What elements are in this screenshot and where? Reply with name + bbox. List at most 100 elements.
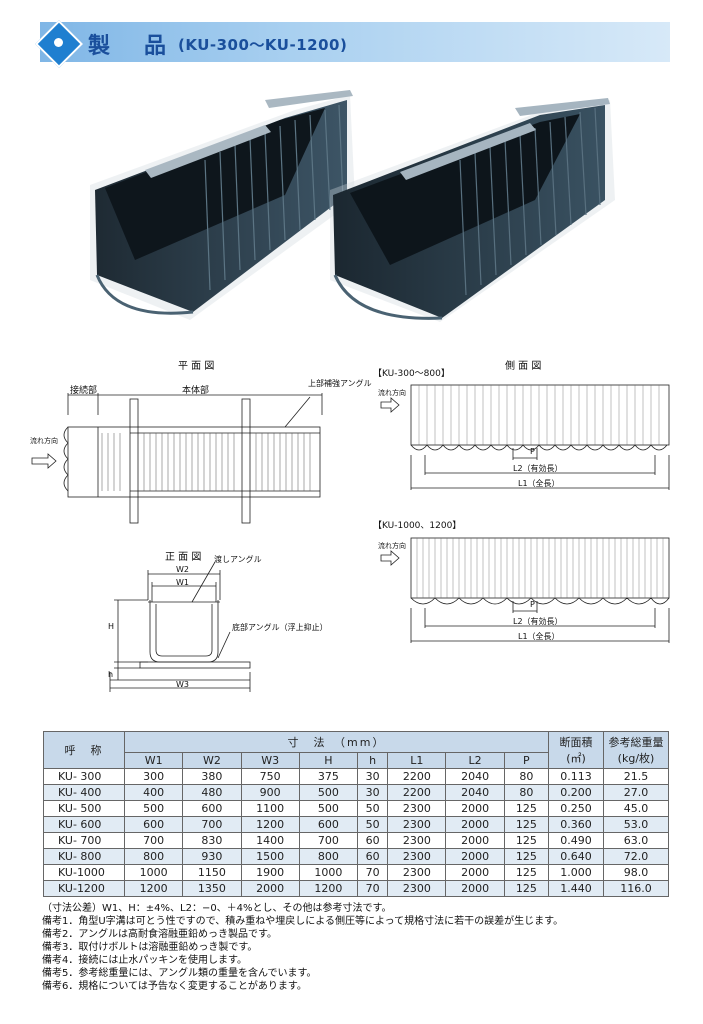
table-cell: 60 <box>357 848 389 865</box>
model-name-cell: KU- 300 <box>43 768 125 785</box>
column-header: W1 <box>123 752 184 769</box>
table-cell: 1000 <box>123 864 184 881</box>
model-name-cell: KU- 400 <box>43 784 125 801</box>
w1-label: W1 <box>176 578 189 587</box>
product-photo-left <box>90 90 355 320</box>
table-cell: 0.360 <box>548 816 604 833</box>
table-cell: 2040 <box>445 784 505 801</box>
table-cell: 1200 <box>298 880 359 897</box>
side-range-b-label: 【KU-1000、1200】 <box>373 521 462 531</box>
table-cell: 2000 <box>445 880 505 897</box>
table-cell: 380 <box>182 768 242 785</box>
table-cell: 125 <box>503 848 550 865</box>
table-cell: 800 <box>298 848 359 865</box>
table-cell: 600 <box>182 800 242 817</box>
table-cell: 750 <box>240 768 300 785</box>
side-flow-label-a: 流れ方向 <box>378 389 406 397</box>
note-line: 備考3．取付けボルトは溶融亜鉛めっき製です。 <box>42 942 258 953</box>
table-cell: 800 <box>123 848 184 865</box>
table-cell: 2300 <box>387 832 447 849</box>
table-cell: 1.440 <box>548 880 604 897</box>
table-cell: 45.0 <box>603 800 669 817</box>
table-cell: 98.0 <box>603 864 669 881</box>
column-header: W3 <box>240 752 300 769</box>
plan-flow-label: 流れ方向 <box>30 437 58 445</box>
table-cell: 72.0 <box>603 848 669 865</box>
notes-block: （寸法公差）W1、H：±4%、L2：−0、＋4%とし、その他は参考寸法です。備考… <box>42 902 672 993</box>
table-cell: 50 <box>357 816 389 833</box>
name-header: 呼 称 <box>43 731 125 769</box>
side-view-title: 側 面 図 <box>505 361 542 372</box>
side-flow-label-b: 流れ方向 <box>378 542 406 550</box>
table-cell: 30 <box>357 768 389 785</box>
column-header: L2 <box>445 752 505 769</box>
table-cell: 500 <box>298 800 359 817</box>
side-view-drawing-b <box>380 537 670 643</box>
w3-label: W3 <box>176 680 189 689</box>
table-cell: 63.0 <box>603 832 669 849</box>
table-cell: 700 <box>182 816 242 833</box>
l2-label-a: L2（有効長） <box>513 464 563 473</box>
table-cell: 70 <box>357 864 389 881</box>
table-cell: 60 <box>357 832 389 849</box>
table-cell: 480 <box>182 784 242 801</box>
l2-label-b: L2（有効長） <box>513 617 563 626</box>
table-cell: 0.490 <box>548 832 604 849</box>
body-label: 本体部 <box>182 386 210 396</box>
table-cell: 2000 <box>445 816 505 833</box>
table-cell: 500 <box>298 784 359 801</box>
front-view-title: 正 面 図 <box>165 552 202 563</box>
table-cell: 2300 <box>387 800 447 817</box>
table-cell: 2000 <box>445 848 505 865</box>
table-cell: 1500 <box>240 848 300 865</box>
column-header: W2 <box>182 752 242 769</box>
l1-label-b: L1（全長） <box>518 632 560 641</box>
weight-unit-label: (kg/枚) <box>617 752 655 765</box>
l1-label-a: L1（全長） <box>518 479 560 488</box>
table-cell: 0.200 <box>548 784 604 801</box>
table-cell: 0.113 <box>548 768 604 785</box>
table-cell: 2300 <box>387 816 447 833</box>
table-cell: 700 <box>298 832 359 849</box>
table-cell: 300 <box>123 768 184 785</box>
note-line: （寸法公差）W1、H：±4%、L2：−0、＋4%とし、その他は参考寸法です。 <box>42 903 392 914</box>
table-cell: 2300 <box>387 864 447 881</box>
table-cell: 125 <box>503 816 550 833</box>
table-cell: 700 <box>123 832 184 849</box>
table-cell: 1100 <box>240 800 300 817</box>
table-cell: 1200 <box>240 816 300 833</box>
table-cell: 1200 <box>123 880 184 897</box>
column-header: H <box>298 752 359 769</box>
model-name-cell: KU- 800 <box>43 848 125 865</box>
table-cell: 2200 <box>387 784 447 801</box>
model-name-cell: KU- 700 <box>43 832 125 849</box>
note-line: 備考5．参考総重量には、アングル類の重量を含んでいます。 <box>42 968 317 979</box>
table-cell: 1350 <box>182 880 242 897</box>
table-cell: 0.250 <box>548 800 604 817</box>
table-cell: 125 <box>503 832 550 849</box>
model-name-cell: KU- 600 <box>43 816 125 833</box>
model-name-cell: KU-1000 <box>43 864 125 881</box>
plan-view-title: 平 面 図 <box>178 361 215 372</box>
p-label-b: P <box>530 600 535 609</box>
joint-label: 接続部 <box>70 386 98 396</box>
table-cell: 2300 <box>387 880 447 897</box>
plan-view-drawing <box>31 393 323 524</box>
table-cell: 1900 <box>240 864 300 881</box>
p-label-a: P <box>530 447 535 456</box>
weight-header-label: 参考総重量 <box>608 736 664 749</box>
page-subtitle: (KU-300〜KU-1200) <box>178 36 348 54</box>
column-header: h <box>357 752 389 769</box>
top-angle-label: 上部補強アングル <box>308 379 372 388</box>
diamond-dot-icon <box>54 38 63 47</box>
side-view-drawing-a <box>380 384 670 490</box>
note-line: 備考2．アングルは高耐食溶融亜鉛めっき製品です。 <box>42 929 277 940</box>
table-cell: 1.000 <box>548 864 604 881</box>
